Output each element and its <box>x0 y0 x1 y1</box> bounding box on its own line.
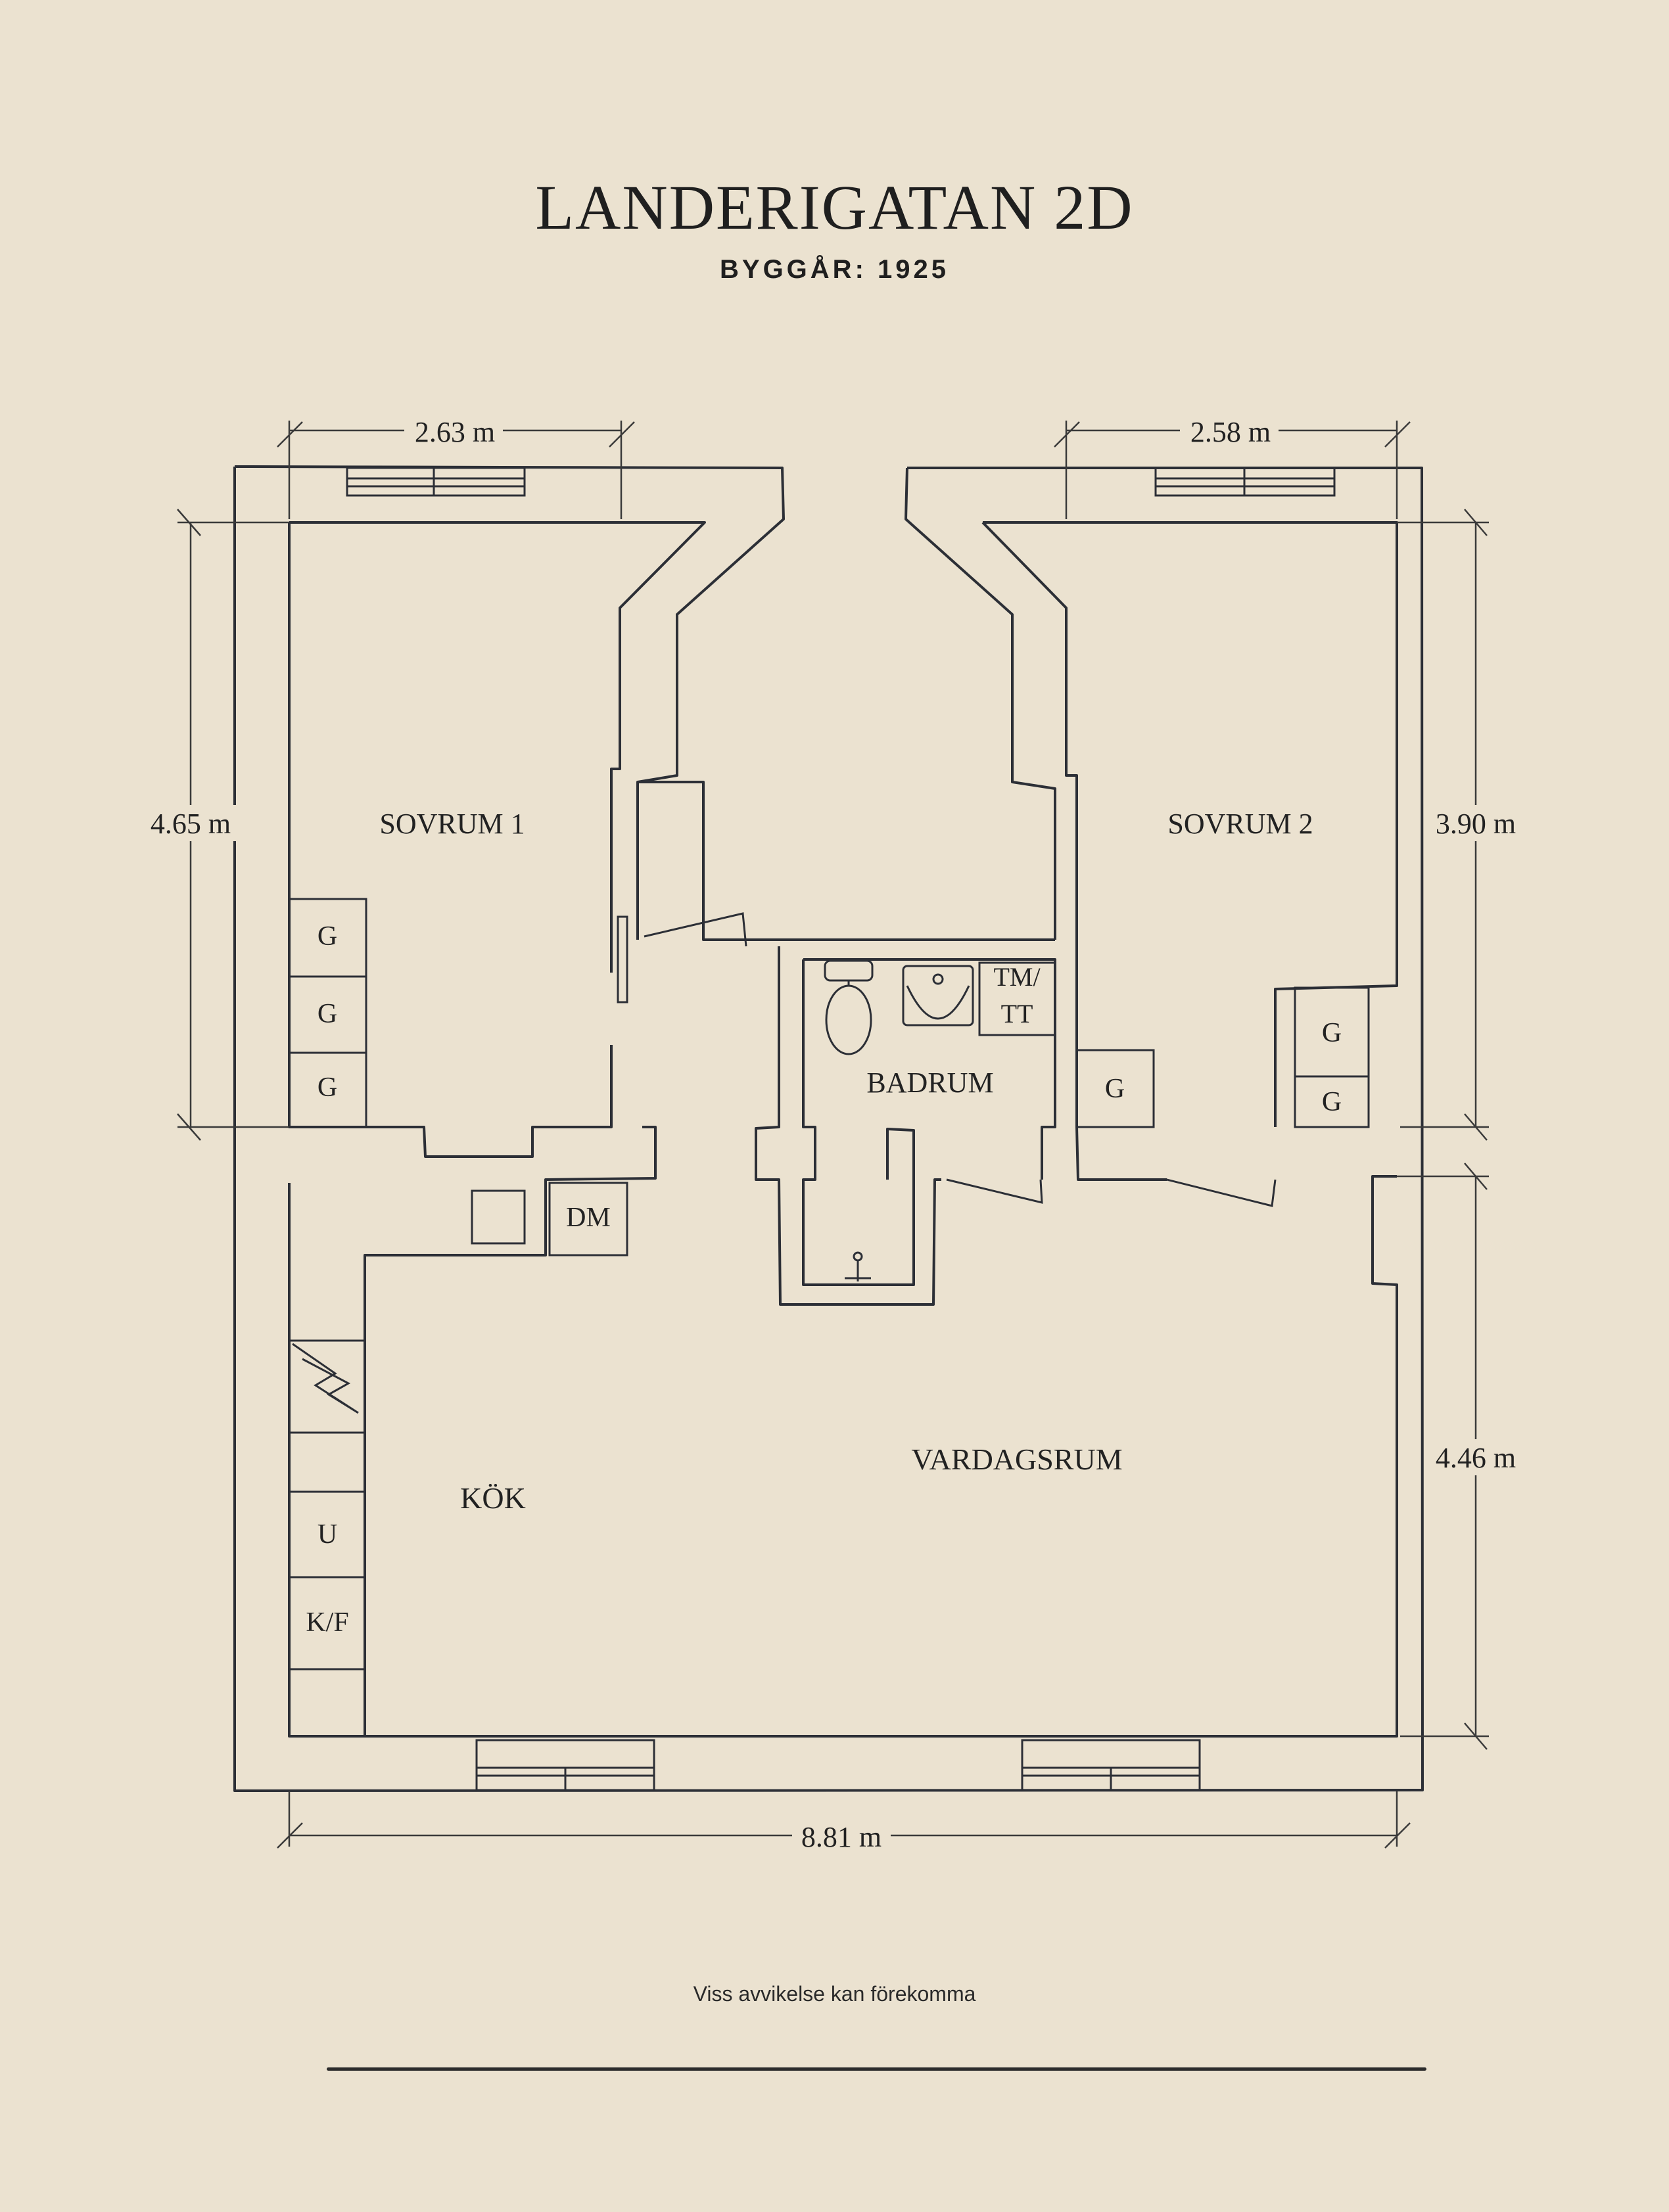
dim-vardagsrum-depth: 4.46 m <box>1436 1442 1516 1474</box>
room-labels: SOVRUM 1 SOVRUM 2 BADRUM KÖK VARDAGSRUM <box>379 808 1313 1515</box>
wardrobe-box-3 <box>288 1051 367 1128</box>
wardrobe-label-5: G <box>1322 1018 1342 1048</box>
inner-wall-left-lower <box>288 1126 657 1738</box>
door-sovrum1 <box>644 912 747 947</box>
inner-wall-line <box>289 521 706 973</box>
bottom-divider <box>327 2067 1426 2071</box>
page-title: LANDERIGATAN 2D <box>535 172 1134 242</box>
dim-sovrum1-width: 2.63 m <box>415 416 495 448</box>
door-sovrum2 <box>1166 1178 1277 1207</box>
build-year: BYGGÅR: 1925 <box>720 255 949 284</box>
sink-icon <box>902 965 974 1026</box>
window-kok <box>475 1739 655 1791</box>
dishwasher-box <box>548 1182 628 1256</box>
dim-total-width: 8.81 m <box>801 1821 882 1853</box>
bathroom-fixtures <box>824 959 974 1281</box>
wardrobe-box-6 <box>1294 1075 1370 1128</box>
wardrobe-label-3: G <box>317 1072 337 1103</box>
toilet-icon <box>824 959 874 1055</box>
disclaimer: Viss avvikelse kan förekomma <box>693 1982 976 2006</box>
outer-wall-left-wing <box>234 465 785 940</box>
outer-wall-right-wing <box>233 467 1424 1792</box>
washer-dryer-label-2: TT <box>1001 999 1033 1028</box>
room-vardagsrum: VARDAGSRUM <box>911 1442 1122 1476</box>
wardrobe-box-4 <box>1075 1049 1155 1128</box>
oven-label: U <box>317 1519 337 1550</box>
bathroom-inner-left <box>802 959 915 1286</box>
dim-sovrum2-width: 2.58 m <box>1190 416 1271 448</box>
outer-wall-right-wing-top <box>905 467 1056 940</box>
kitchen-sink-box <box>471 1189 526 1245</box>
door-leaf <box>617 915 628 1003</box>
corridor-wall-top <box>638 781 1055 941</box>
electrical-icon <box>292 1343 359 1414</box>
wardrobe-label-2: G <box>317 999 337 1029</box>
bathroom-outer-left <box>755 946 941 1306</box>
dimension-labels: 2.63 m 2.58 m 4.65 m 3.90 m 4.46 m 8.81 … <box>141 414 1525 1855</box>
wardrobe-label-1: G <box>317 921 337 952</box>
fixture-labels: G G G G G G DM TM/ TT U K/F <box>306 921 1342 1638</box>
dim-sovrum2-depth: 3.90 m <box>1436 808 1516 840</box>
window-sovrum2 <box>1154 467 1336 497</box>
wardrobe-label-4: G <box>1105 1074 1125 1104</box>
room-badrum: BADRUM <box>866 1067 993 1099</box>
windows <box>346 467 1336 1791</box>
washer-dryer-label-1: TM/ <box>993 962 1041 992</box>
inner-wall-bottom <box>365 1175 1398 1738</box>
outer-walls <box>233 465 1424 1792</box>
fridge-freezer-label: K/F <box>306 1607 348 1638</box>
bathroom-right <box>803 958 1056 1180</box>
room-sovrum1: SOVRUM 1 <box>379 808 525 840</box>
fixture-boxes <box>288 898 1370 1671</box>
inner-wall-right-line <box>983 521 1398 1127</box>
wardrobe-label-6: G <box>1322 1087 1342 1117</box>
bathroom-walls <box>617 781 1277 1306</box>
shower-icon <box>845 1251 871 1281</box>
room-sovrum2: SOVRUM 2 <box>1167 808 1313 840</box>
door-badrum <box>946 1178 1043 1204</box>
window-vardagsrum <box>1021 1739 1201 1791</box>
bedroom2-divider <box>1075 946 1167 1181</box>
dishwasher-label: DM <box>566 1203 611 1233</box>
electrical-box <box>288 1339 366 1434</box>
room-kok: KÖK <box>460 1481 526 1515</box>
dim-sovrum1-depth: 4.65 m <box>151 808 231 840</box>
window-sovrum1 <box>346 467 526 497</box>
dimension-lines <box>177 421 1489 1849</box>
inner-wall-right-upper <box>981 521 1078 1048</box>
washer-dryer-box <box>978 961 1056 1036</box>
